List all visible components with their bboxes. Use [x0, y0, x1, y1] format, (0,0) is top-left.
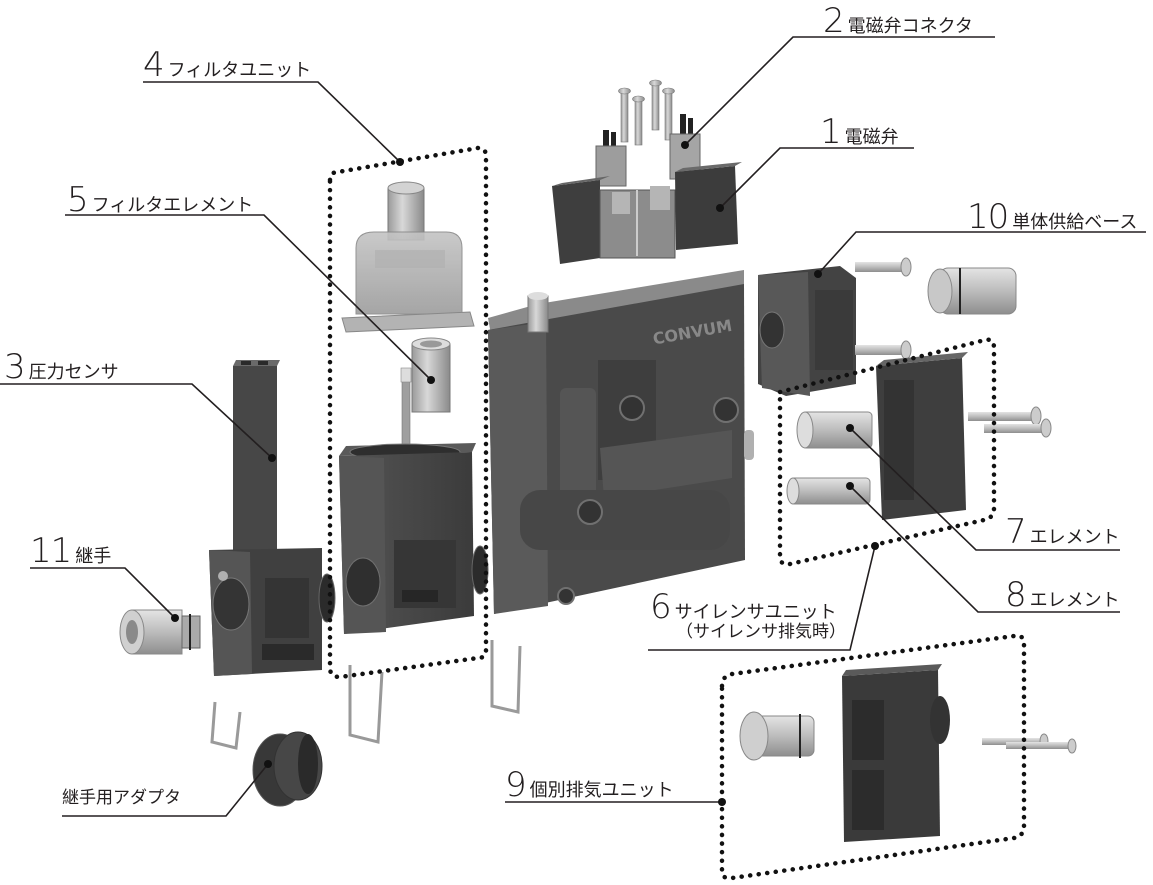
part-name: エレメント — [1029, 590, 1120, 611]
leader-2 — [684, 36, 995, 146]
part-name: 電磁弁 — [844, 127, 899, 148]
filter-unit-outline — [327, 145, 489, 680]
part-name: 継手 — [75, 546, 112, 567]
part-number: 7 — [1005, 512, 1027, 552]
label-fitting-adapter: 継手用アダプタ — [62, 790, 181, 807]
leader-lines — [0, 36, 1146, 817]
part-number: 6 — [650, 587, 672, 627]
part-name: フィルタエレメント — [91, 195, 254, 216]
silencer-unit-part — [786, 352, 1052, 520]
part-number: 8 — [1005, 575, 1027, 615]
part-number: 4 — [143, 45, 165, 85]
leader-11 — [30, 567, 176, 619]
leader-4 — [143, 81, 401, 163]
part-note: （サイレンサ排気時） — [676, 622, 846, 642]
part-name: エレメント — [1029, 527, 1120, 548]
pressure-sensor-part — [119, 360, 489, 807]
part-number: 2 — [823, 1, 845, 41]
silencer-unit-outline — [777, 337, 997, 567]
part-name: フィルタユニット — [167, 60, 312, 81]
leader-6 — [648, 545, 876, 651]
part-name: 個別排気ユニット — [529, 780, 674, 801]
part-number: 9 — [505, 765, 527, 805]
part-number: 5 — [67, 180, 89, 220]
leader-7 — [849, 427, 1120, 551]
part-number: 11 — [30, 531, 72, 571]
part-name: 単体供給ベース — [1012, 212, 1138, 233]
part-name: 電磁弁コネクタ — [847, 16, 973, 37]
part-name: 継手用アダプタ — [62, 788, 181, 808]
part-number: 3 — [4, 347, 26, 387]
leader-5 — [65, 214, 432, 381]
leader-dots — [171, 141, 879, 806]
leader-1 — [719, 147, 914, 209]
filter-unit-part — [339, 181, 476, 744]
label-part-6-note: （サイレンサ排気時） — [676, 624, 846, 641]
leader-adapter — [62, 763, 269, 817]
central-manifold-body: CONVUM — [488, 270, 754, 714]
single-supply-base-part — [758, 257, 1017, 396]
part-name: 圧力センサ — [28, 362, 119, 383]
leader-8 — [849, 485, 1120, 613]
solenoid-valve-part — [552, 79, 742, 264]
part-number: 1 — [820, 112, 842, 152]
individual-exhaust-unit-part — [739, 664, 1077, 842]
leader-10 — [817, 231, 1146, 275]
leader-3 — [0, 383, 273, 459]
part-name: サイレンサユニット — [674, 602, 837, 623]
part-number: 10 — [967, 197, 1009, 237]
exhaust-unit-outline — [719, 633, 1027, 881]
